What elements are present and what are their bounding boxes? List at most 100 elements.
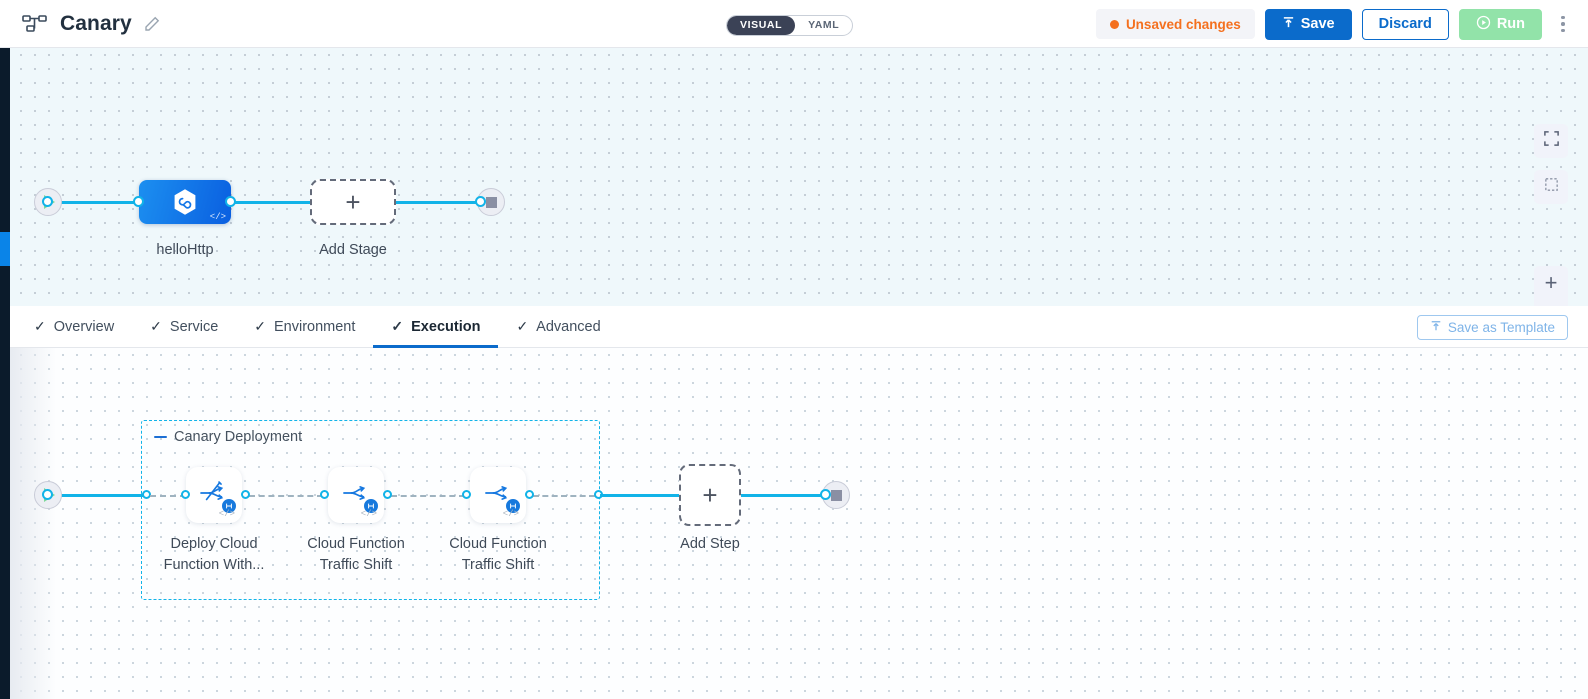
code-icon: </>	[502, 509, 519, 519]
collapse-dash-icon[interactable]	[154, 435, 167, 439]
step-end-input-port[interactable]	[820, 489, 831, 500]
app-header: Canary VISUAL YAML Unsaved changes	[0, 0, 1588, 48]
fit-to-screen-button[interactable]	[1534, 170, 1568, 204]
k8s-badge-icon	[363, 498, 379, 514]
check-icon: ✓	[391, 318, 404, 334]
code-icon: </>	[209, 212, 226, 222]
step1-output-port[interactable]	[241, 490, 250, 499]
code-icon: </>	[360, 509, 377, 519]
step-start-output-port[interactable]	[42, 489, 53, 500]
step-node-1-label: Deploy Cloud Function With...	[163, 536, 265, 573]
k8s-badge-icon	[505, 498, 521, 514]
run-button[interactable]: Run	[1458, 8, 1542, 40]
step2-output-port[interactable]	[383, 490, 392, 499]
save-as-template-button[interactable]: Save as Template	[1416, 315, 1568, 340]
plus-icon: +	[702, 480, 718, 510]
template-icon	[1430, 320, 1442, 335]
group-input-port[interactable]	[142, 490, 151, 499]
cloud-function-icon	[172, 188, 198, 216]
view-mode-toggle[interactable]: VISUAL YAML	[726, 15, 854, 36]
stop-icon	[485, 196, 497, 208]
pipeline-icon	[22, 14, 48, 34]
plus-icon: +	[345, 187, 361, 217]
wire-group-to-step1	[150, 495, 186, 497]
add-stage-label: Add Stage	[319, 242, 387, 258]
step-node-traffic-shift-1[interactable]: </>	[328, 467, 384, 523]
zoom-controls[interactable]: + −	[1534, 266, 1568, 306]
status-badge-unsaved: Unsaved changes	[1095, 9, 1255, 39]
run-label: Run	[1496, 16, 1525, 32]
tab-overview[interactable]: ✓ Overview	[16, 306, 132, 348]
hello-output-port[interactable]	[225, 196, 236, 207]
tab-advanced[interactable]: ✓ Advanced	[498, 306, 618, 348]
fullscreen-button[interactable]	[1534, 124, 1568, 158]
step1-input-port[interactable]	[181, 490, 190, 499]
kebab-menu-icon[interactable]	[1552, 15, 1574, 33]
stage-node-hellohttp[interactable]: </>	[139, 180, 231, 224]
tab-environment[interactable]: ✓ Environment	[236, 306, 373, 348]
check-icon: ✓	[150, 318, 162, 334]
check-icon: ✓	[34, 318, 46, 334]
wire-start-to-hello	[52, 201, 144, 204]
hello-input-port[interactable]	[133, 196, 144, 207]
left-nav-active-indicator	[0, 232, 10, 266]
tab-overview-label: Overview	[53, 318, 115, 335]
zoom-out-button[interactable]: −	[1534, 300, 1568, 306]
stage-node-hellohttp-label: helloHttp	[156, 242, 214, 258]
wire-step1-to-step2	[249, 495, 323, 497]
check-icon: ✓	[254, 318, 266, 334]
fullscreen-icon	[1543, 130, 1560, 152]
step-group-title-label: Canary Deployment	[174, 429, 303, 445]
traffic-shift-icon	[340, 480, 372, 511]
left-nav-rail[interactable]	[0, 48, 10, 699]
code-icon: </>	[218, 509, 235, 519]
traffic-shift-icon	[482, 480, 514, 511]
k8s-badge-icon	[221, 498, 237, 514]
step-group-title: Canary Deployment	[154, 429, 302, 445]
play-circle-icon	[1476, 15, 1491, 34]
wire-addstep-to-end	[741, 494, 831, 497]
toggle-yaml[interactable]: YAML	[808, 19, 840, 31]
zoom-in-button[interactable]: +	[1544, 270, 1558, 295]
wire-hello-to-add	[226, 201, 318, 204]
page-title: Canary	[60, 11, 132, 35]
step-node-traffic-shift-2[interactable]: </>	[470, 467, 526, 523]
fit-to-screen-icon	[1543, 176, 1560, 198]
tab-execution-label: Execution	[411, 318, 481, 335]
tab-service[interactable]: ✓ Service	[132, 306, 236, 348]
check-icon: ✓	[516, 318, 529, 334]
step3-input-port[interactable]	[462, 490, 471, 499]
start-output-port[interactable]	[42, 196, 53, 207]
wire-step2-to-step3	[391, 495, 465, 497]
add-stage-button[interactable]: +	[310, 179, 396, 225]
unsaved-label: Unsaved changes	[1125, 16, 1241, 32]
step-group-canary-deployment[interactable]: Canary Deployment	[141, 420, 600, 600]
step-canvas[interactable]: Canary Deployment	[0, 348, 1588, 699]
save-label: Save	[1300, 16, 1335, 32]
wire-group-to-addstep	[600, 494, 680, 497]
wire-start-to-group	[52, 494, 148, 497]
step2-input-port[interactable]	[320, 490, 329, 499]
header-actions: Unsaved changes Save Discard	[1095, 0, 1574, 48]
stop-icon	[830, 489, 842, 501]
upload-icon	[1282, 16, 1295, 33]
stage-canvas[interactable]: </> helloHttp + Add Stage	[0, 48, 1588, 306]
section-tabs: ✓ Overview ✓ Service ✓ Environment ✓ Exe…	[0, 306, 1588, 348]
step3-output-port[interactable]	[525, 490, 534, 499]
deploy-function-icon	[198, 480, 230, 511]
add-step-label: Add Step	[680, 536, 740, 552]
end-input-port[interactable]	[475, 196, 486, 207]
header-left-group: Canary	[22, 12, 160, 36]
pencil-icon[interactable]	[144, 16, 160, 32]
tab-execution[interactable]: ✓ Execution	[373, 306, 499, 348]
discard-button[interactable]: Discard	[1361, 8, 1449, 40]
save-button[interactable]: Save	[1264, 8, 1352, 40]
tab-environment-label: Environment	[274, 318, 356, 335]
step-node-3-label: Cloud Function Traffic Shift	[449, 536, 547, 573]
tab-service-label: Service	[169, 318, 219, 335]
wire-step3-to-group-out	[533, 495, 595, 497]
step-node-deploy-cloud-function[interactable]: </>	[186, 467, 242, 523]
tab-advanced-label: Advanced	[536, 318, 601, 335]
toggle-visual[interactable]: VISUAL	[727, 16, 796, 35]
add-step-button[interactable]: +	[679, 464, 741, 526]
